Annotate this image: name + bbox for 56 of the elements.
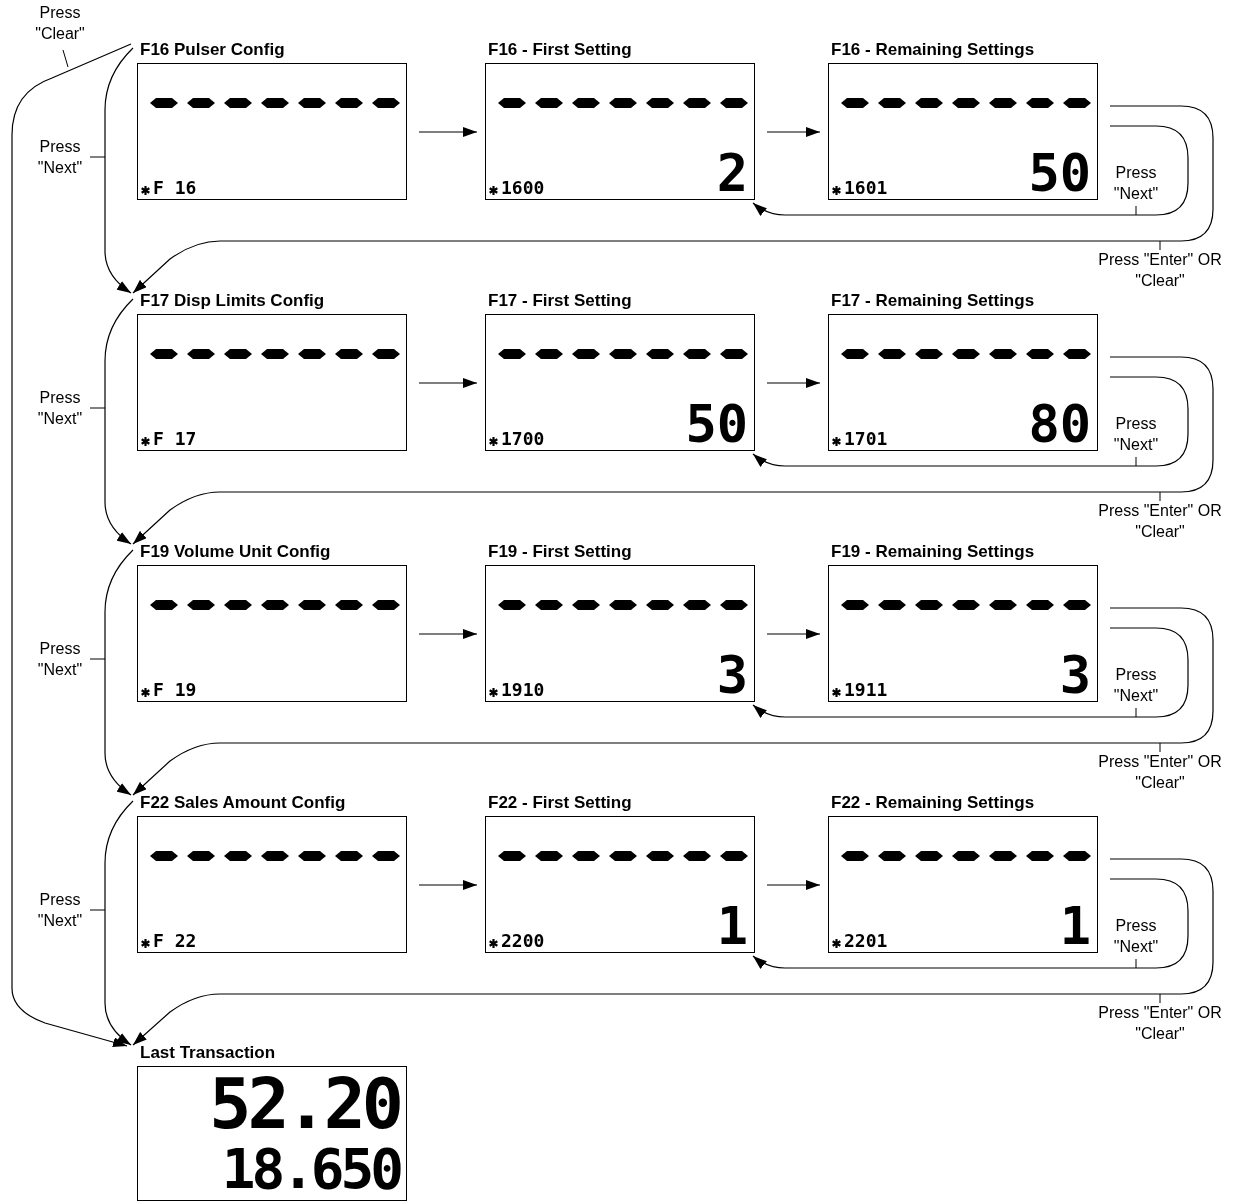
lcd-value: 3 xyxy=(1059,649,1091,701)
lcd-code: 1600 xyxy=(501,179,545,197)
arrow xyxy=(752,878,1189,969)
screen-title: F19 Volume Unit Config xyxy=(140,542,331,562)
lcd-value: 80 xyxy=(1028,398,1091,450)
lcd-code: 1700 xyxy=(501,430,545,448)
lcd-value: 1 xyxy=(716,900,748,952)
screen-title: F16 - First Setting xyxy=(488,40,632,60)
arrow xyxy=(104,800,134,1046)
arrow xyxy=(418,378,478,388)
lcd-code: 1911 xyxy=(844,681,888,699)
screen-title: F17 Disp Limits Config xyxy=(140,291,325,311)
lcd-code: 2200 xyxy=(501,932,545,950)
screen-title: F22 - Remaining Settings xyxy=(831,793,1035,813)
arrow xyxy=(766,629,821,639)
screen-title: Last Transaction xyxy=(140,1043,276,1063)
screen-title: F19 - Remaining Settings xyxy=(831,542,1035,562)
lcd-code: 1601 xyxy=(844,179,888,197)
arrow xyxy=(132,607,1214,796)
arrow xyxy=(752,627,1189,718)
lcd-code: F 17 xyxy=(153,430,197,448)
lcd-code: F 16 xyxy=(153,179,197,197)
screen-title: F17 - First Setting xyxy=(488,291,632,311)
lcd-code: 1910 xyxy=(501,681,545,699)
screen-title: F22 - First Setting xyxy=(488,793,632,813)
arrow xyxy=(766,880,821,890)
lcd-code: 2201 xyxy=(844,932,888,950)
lcd-value: 50 xyxy=(685,398,748,450)
screen-title: F16 Pulser Config xyxy=(140,40,285,60)
arrow xyxy=(752,376,1189,467)
arrow xyxy=(752,125,1189,216)
arrow xyxy=(104,298,134,545)
screen-title: F19 - First Setting xyxy=(488,542,632,562)
arrow xyxy=(104,47,134,294)
arrow xyxy=(132,105,1214,294)
arrow xyxy=(11,43,132,1048)
arrow xyxy=(418,629,478,639)
arrow xyxy=(766,378,821,388)
screen-title: F16 - Remaining Settings xyxy=(831,40,1035,60)
arrow xyxy=(418,880,478,890)
lcd-value: 50 xyxy=(1028,147,1091,199)
lcd-value: 2 xyxy=(716,147,748,199)
lcd-amount: 52.20 xyxy=(209,1069,400,1139)
arrow xyxy=(766,127,821,137)
arrow xyxy=(132,858,1214,1046)
lcd-value: 1 xyxy=(1059,900,1091,952)
arrow xyxy=(418,127,478,137)
lcd-value: 3 xyxy=(716,649,748,701)
lcd-code: F 22 xyxy=(153,932,197,950)
screen-title: F17 - Remaining Settings xyxy=(831,291,1035,311)
lcd-code: F 19 xyxy=(153,681,197,699)
arrow xyxy=(132,356,1214,545)
lcd-code: 1701 xyxy=(844,430,888,448)
arrow xyxy=(104,549,134,796)
lcd-volume: 18.650 xyxy=(221,1141,400,1197)
screen-title: F22 Sales Amount Config xyxy=(140,793,346,813)
